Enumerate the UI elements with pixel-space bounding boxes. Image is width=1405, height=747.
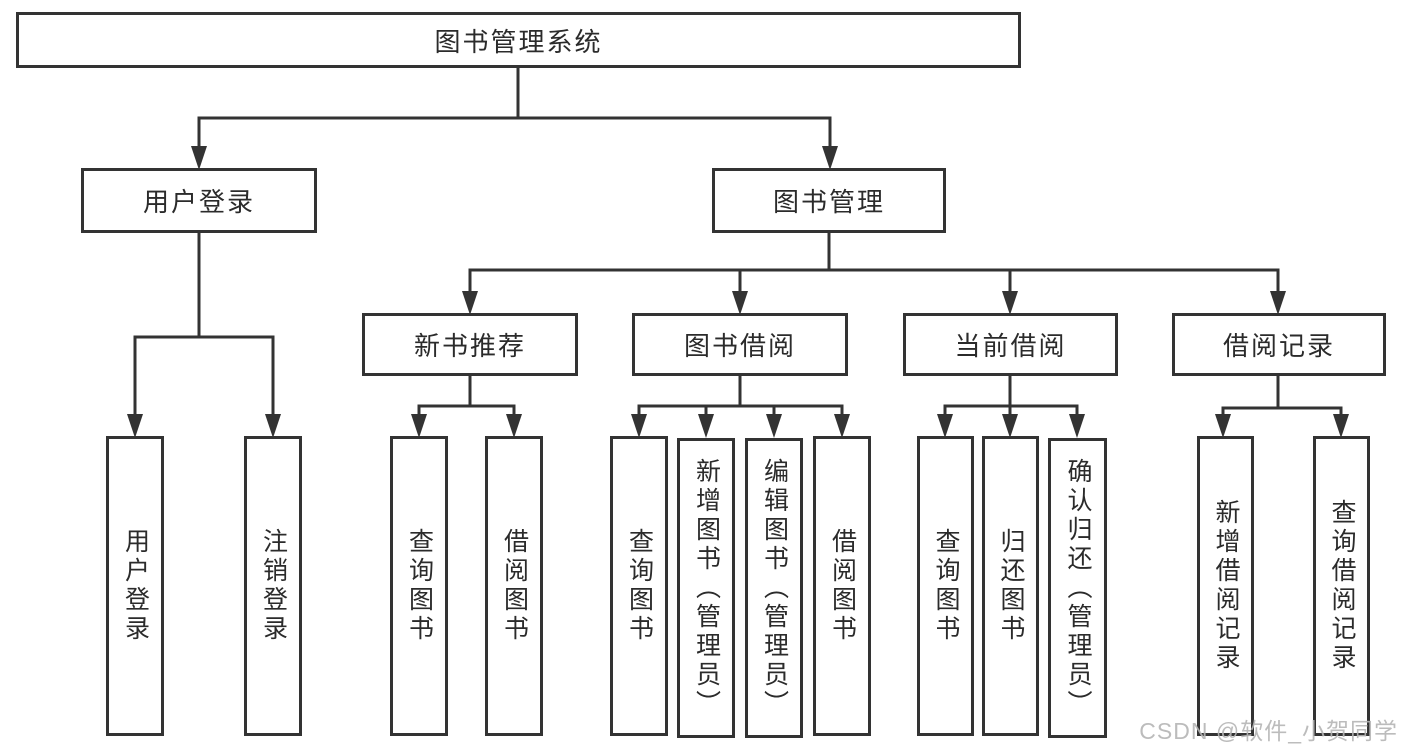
user-login-branch-line xyxy=(133,233,275,339)
arrowhead xyxy=(1002,291,1018,315)
node-label: 新书推荐 xyxy=(413,331,526,361)
leaf-confirm-return-admin: 确认归还（管理员） xyxy=(1048,438,1107,738)
node-label: 新增图书（管理员） xyxy=(692,457,721,719)
new-book-rec-branch-line xyxy=(417,376,516,408)
leaf-add-borrow-record: 新增借阅记录 xyxy=(1197,436,1254,736)
arrowhead xyxy=(766,414,782,438)
node-label: 图书管理 xyxy=(772,187,885,217)
leaf-borrow-books-1: 借阅图书 xyxy=(485,436,543,736)
arrowhead xyxy=(265,414,281,438)
node-label: 查询借阅记录 xyxy=(1328,499,1356,673)
leaf-query-books-2: 查询图书 xyxy=(610,436,668,736)
leaf-query-books-3: 查询图书 xyxy=(917,436,974,736)
node-label: 注销登录 xyxy=(259,528,288,644)
arrowhead xyxy=(506,414,522,438)
leaf-user-login: 用户登录 xyxy=(106,436,164,736)
node-label: 借阅记录 xyxy=(1222,331,1335,361)
leaf-query-borrow-record: 查询借阅记录 xyxy=(1313,436,1370,736)
node-label: 查询图书 xyxy=(932,528,960,644)
node-borrowing-records: 借阅记录 xyxy=(1172,313,1386,376)
arrow-stems xyxy=(133,118,1343,418)
node-new-book-recommendation: 新书推荐 xyxy=(362,313,578,376)
node-label: 归还图书 xyxy=(997,528,1025,644)
node-label: 查询图书 xyxy=(625,528,654,644)
node-current-borrowing: 当前借阅 xyxy=(903,313,1118,376)
node-label: 图书管理系统 xyxy=(434,26,603,57)
book-borrow-branch-line xyxy=(637,376,844,408)
arrowhead xyxy=(1069,414,1085,438)
arrowhead xyxy=(411,414,427,438)
node-label: 确认归还（管理员） xyxy=(1064,457,1092,719)
leaf-edit-book-admin: 编辑图书（管理员） xyxy=(745,438,803,738)
node-label: 借阅图书 xyxy=(828,528,857,644)
arrowheads xyxy=(127,146,1349,438)
arrowhead xyxy=(1215,414,1231,438)
node-user-login: 用户登录 xyxy=(81,168,317,233)
connector-spines xyxy=(133,68,1343,418)
arrowhead xyxy=(1270,291,1286,315)
csdn-watermark: CSDN @软件_小贺同学 xyxy=(1139,718,1398,744)
node-label: 查询图书 xyxy=(405,528,434,644)
arrowhead xyxy=(127,414,143,438)
arrowhead xyxy=(834,414,850,438)
book-mgmt-branch-line xyxy=(468,233,1280,272)
leaf-logout: 注销登录 xyxy=(244,436,302,736)
arrowhead xyxy=(462,291,478,315)
node-label: 用户登录 xyxy=(121,528,150,644)
borrow-record-branch-line xyxy=(1221,376,1343,410)
current-borrow-branch-line xyxy=(943,376,1079,408)
leaf-borrow-books-2: 借阅图书 xyxy=(813,436,871,736)
arrowhead xyxy=(822,146,838,170)
node-book-management: 图书管理 xyxy=(712,168,946,233)
node-label: 借阅图书 xyxy=(500,528,529,644)
node-label: 图书借阅 xyxy=(683,331,796,361)
leaf-add-book-admin: 新增图书（管理员） xyxy=(677,438,735,738)
arrowhead xyxy=(937,414,953,438)
node-label: 当前借阅 xyxy=(954,331,1067,361)
node-label: 编辑图书（管理员） xyxy=(760,457,789,719)
arrowhead xyxy=(191,146,207,170)
node-root-system: 图书管理系统 xyxy=(16,12,1021,68)
arrowhead xyxy=(1002,414,1018,438)
node-label: 用户登录 xyxy=(142,187,255,217)
node-label: 新增借阅记录 xyxy=(1212,499,1240,673)
leaf-return-book: 归还图书 xyxy=(982,436,1039,736)
leaf-query-books-1: 查询图书 xyxy=(390,436,448,736)
arrowhead xyxy=(1333,414,1349,438)
arrowhead xyxy=(698,414,714,438)
arrowhead xyxy=(732,291,748,315)
node-book-borrowing: 图书借阅 xyxy=(632,313,848,376)
root-branch-line xyxy=(197,68,832,120)
arrowhead xyxy=(631,414,647,438)
